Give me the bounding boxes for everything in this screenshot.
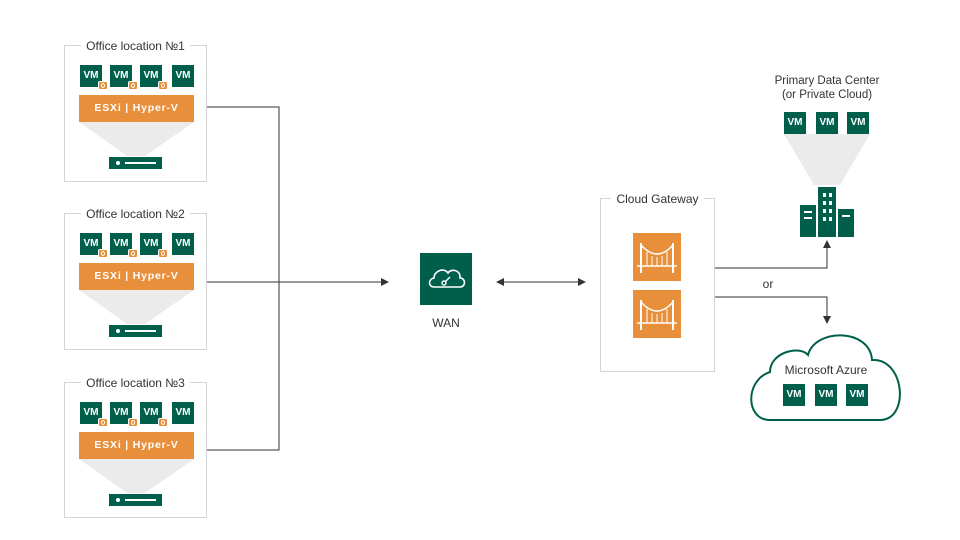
hypervisor-bar: ESXi | Hyper-V bbox=[79, 263, 194, 290]
cloud-gateway-title: Cloud Gateway bbox=[611, 192, 704, 206]
vm-icon: VM bbox=[140, 65, 162, 87]
vm-icon: VM bbox=[140, 233, 162, 255]
snapshot-icon bbox=[128, 81, 138, 90]
snapshot-icon bbox=[158, 418, 168, 427]
vm-row: VM VM VM VM bbox=[80, 233, 195, 258]
office-location-1: Office location №1 VM VM VM VM ESXi | Hy… bbox=[64, 39, 207, 182]
vm-icon: VM bbox=[172, 65, 194, 87]
server-icon bbox=[109, 494, 162, 506]
vm-icon: VM bbox=[783, 384, 805, 406]
vm-icon: VM bbox=[846, 384, 868, 406]
office-location-2: Office location №2 VM VM VM VM ESXi | Hy… bbox=[64, 207, 207, 350]
office-title: Office location №3 bbox=[81, 376, 190, 390]
vm-icon: VM bbox=[784, 112, 806, 134]
or-label: or bbox=[762, 277, 774, 291]
snapshot-icon bbox=[98, 81, 108, 90]
office-title: Office location №2 bbox=[81, 207, 190, 221]
wan-cloud-icon bbox=[420, 253, 472, 305]
snapshot-icon bbox=[128, 418, 138, 427]
datacenter-title-line2: (or Private Cloud) bbox=[781, 89, 873, 101]
snapshot-icon bbox=[98, 249, 108, 258]
vm-icon: VM bbox=[110, 233, 132, 255]
vm-icon: VM bbox=[80, 233, 102, 255]
cloud-gateway-title-wrap: Cloud Gateway bbox=[600, 192, 715, 206]
hypervisor-bar: ESXi | Hyper-V bbox=[79, 432, 194, 459]
vm-icon: VM bbox=[847, 112, 869, 134]
gateway-azure-link bbox=[715, 296, 831, 324]
vm-icon: VM bbox=[80, 65, 102, 87]
vm-icon: VM bbox=[140, 402, 162, 424]
snapshot-icon bbox=[158, 249, 168, 258]
snapshot-icon bbox=[128, 249, 138, 258]
gateway-bridge-icon bbox=[633, 290, 681, 338]
datacenter-funnel bbox=[784, 134, 870, 185]
vm-icon: VM bbox=[110, 65, 132, 87]
datacenter-building-icon bbox=[800, 187, 854, 237]
snapshot-icon bbox=[158, 81, 168, 90]
hypervisor-bar: ESXi | Hyper-V bbox=[79, 95, 194, 122]
cloud-gateway-frame bbox=[600, 198, 715, 372]
vm-icon: VM bbox=[172, 402, 194, 424]
office-location-3: Office location №3 VM VM VM VM ESXi | Hy… bbox=[64, 376, 207, 518]
office1-link bbox=[207, 106, 280, 451]
vm-row: VM VM VM VM bbox=[80, 65, 195, 90]
vm-icon: VM bbox=[110, 402, 132, 424]
datacenter-title-line1: Primary Data Center bbox=[774, 75, 880, 87]
vm-icon: VM bbox=[80, 402, 102, 424]
vm-icon: VM bbox=[816, 112, 838, 134]
vm-row: VM VM VM VM bbox=[80, 402, 195, 427]
azure-cloud-outline bbox=[750, 334, 901, 421]
host-funnel bbox=[79, 122, 194, 156]
vm-icon: VM bbox=[172, 233, 194, 255]
azure-title: Microsoft Azure bbox=[784, 363, 868, 377]
wan-label: WAN bbox=[432, 316, 460, 330]
gateway-bridge-icon bbox=[633, 233, 681, 281]
vm-icon: VM bbox=[815, 384, 837, 406]
host-funnel bbox=[79, 459, 194, 493]
snapshot-icon bbox=[98, 418, 108, 427]
host-funnel bbox=[79, 290, 194, 324]
gateway-datacenter-link bbox=[715, 240, 831, 269]
server-icon bbox=[109, 325, 162, 337]
office-title: Office location №1 bbox=[81, 39, 190, 53]
server-icon bbox=[109, 157, 162, 169]
